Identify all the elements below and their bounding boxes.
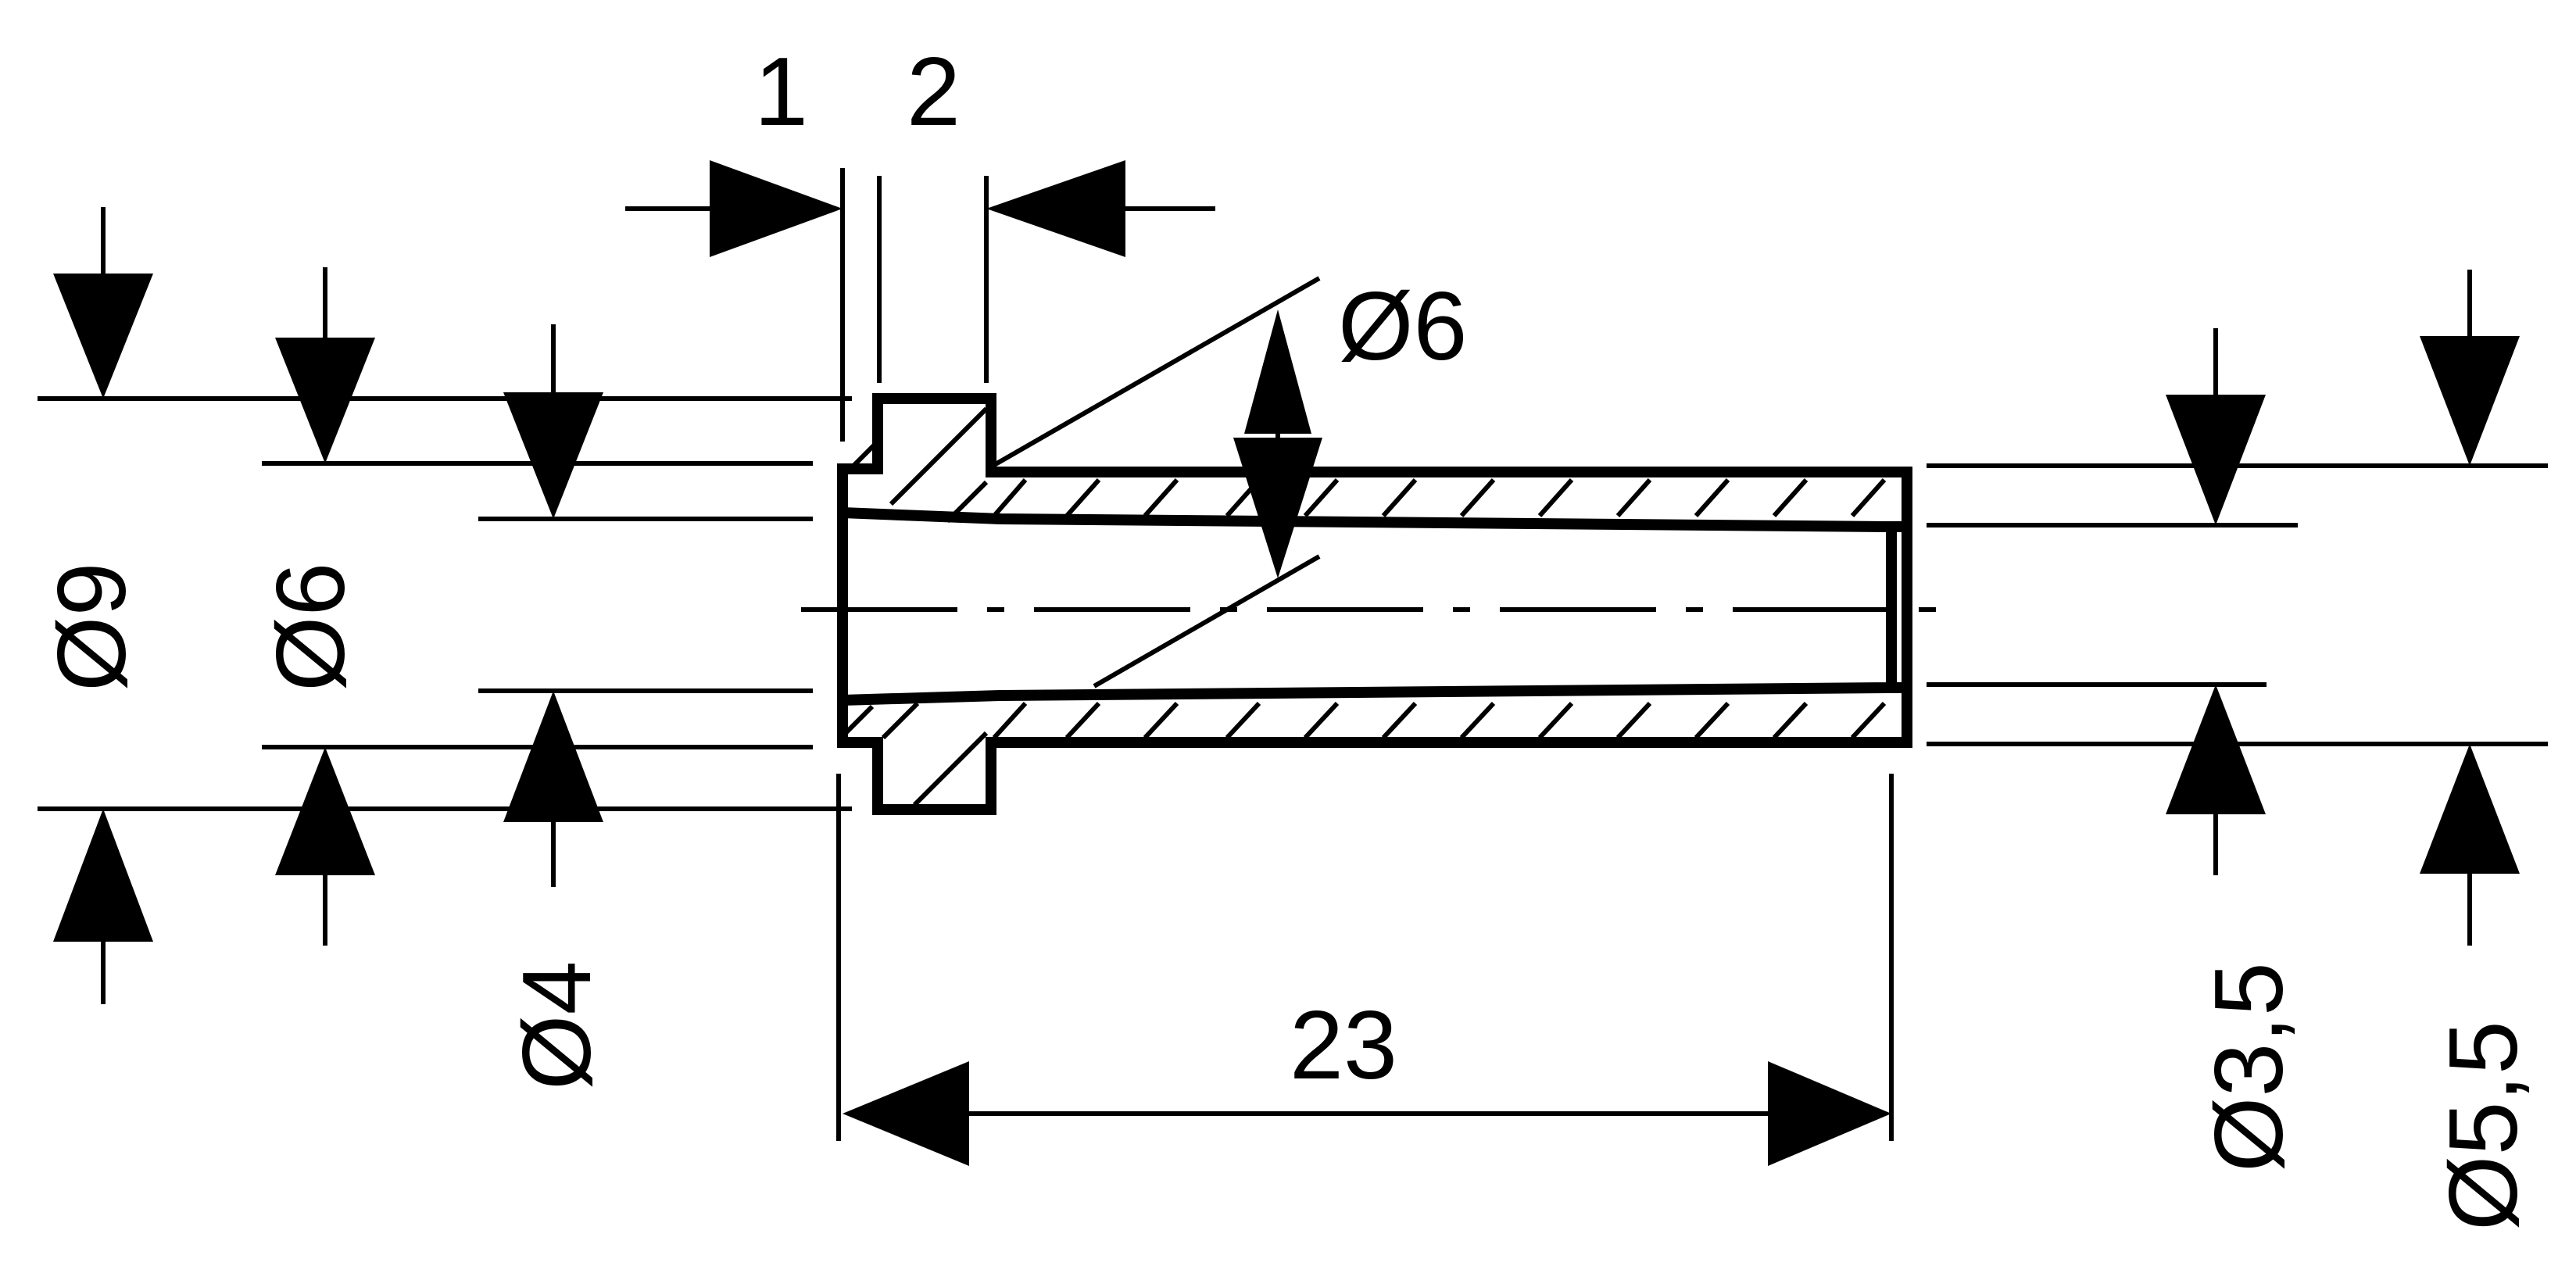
label-step: 1: [754, 38, 808, 146]
label-flange-width: 2: [907, 38, 961, 146]
dimension-dia3-5: [2166, 328, 2266, 875]
label-dia-outer-right: Ø5,5: [2430, 1021, 2538, 1231]
extension-lines-right: [1927, 463, 2548, 746]
section-hatching: [843, 406, 1887, 807]
dimension-dia6-left: [275, 267, 375, 946]
dimension-dia9: [53, 207, 153, 1004]
extension-lines-vertical: [836, 168, 1894, 1141]
label-dia-outer-flange: Ø9: [38, 563, 146, 692]
extension-lines-left: [38, 396, 852, 811]
label-dia-inner-left: Ø4: [503, 961, 611, 1090]
dimension-dia5-5: [2420, 270, 2520, 946]
label-dia-inner-right: Ø3,5: [2195, 962, 2303, 1172]
dimension-dia6-sleeve: [993, 276, 1322, 688]
label-sleeve-dia: Ø6: [1338, 273, 1467, 381]
dimension-top-step: [625, 160, 1215, 257]
label-length-total: 23: [1290, 992, 1397, 1100]
label-dia-flange-shoulder: Ø6: [257, 563, 365, 692]
dimension-length-23: [843, 1061, 1891, 1166]
part-outline: [837, 393, 1912, 815]
dimension-dia4: [503, 324, 603, 887]
